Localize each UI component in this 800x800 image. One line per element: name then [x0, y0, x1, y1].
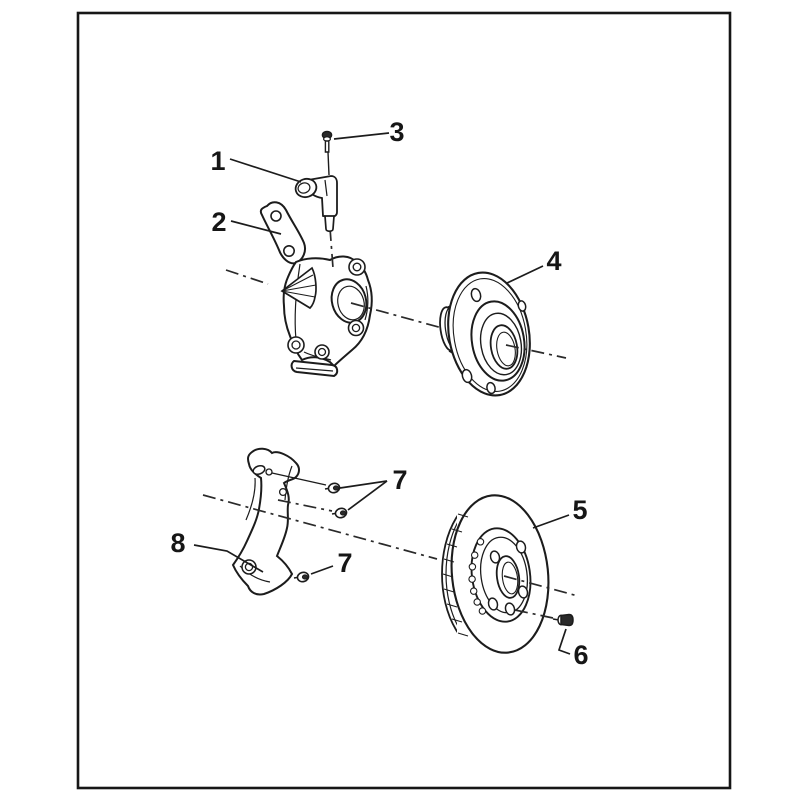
callout-8-leader [193, 544, 264, 573]
knuckle-arm-hole-top [270, 210, 282, 222]
callout-2-label: 2 [211, 207, 226, 237]
carrier-top-notch [252, 464, 266, 476]
carrier-bolt-7b-drawing [331, 507, 348, 519]
carrier-bolt-7a-drawing [324, 482, 341, 494]
carrier-bolt-7c-drawing [293, 571, 310, 583]
scallop [473, 598, 481, 606]
knuckle-arm-hole-bottom [282, 245, 295, 258]
scallop [476, 538, 485, 546]
screw-6-axis-line [514, 609, 554, 619]
knuckle-boss-hole [291, 340, 301, 350]
caliper-carrier-drawing [231, 447, 300, 596]
callout-4-label: 4 [546, 246, 561, 276]
knuckle-boss-hole [317, 347, 327, 357]
bolt-head-center [301, 574, 309, 580]
knuckle-bore-inner [337, 285, 365, 321]
center-axis-line-top-left [225, 269, 269, 285]
callout-7a-label: 7 [392, 465, 407, 495]
hub-bolt-hole [517, 300, 527, 312]
callout-1-label: 1 [210, 146, 225, 176]
scallop [478, 607, 487, 615]
sensor-axis-line [329, 227, 334, 269]
carrier-outline [231, 447, 300, 596]
bolt-head-center [339, 510, 347, 516]
callout-6-label: 6 [573, 640, 588, 670]
figure-border [76, 11, 732, 790]
screw-6-head [560, 613, 574, 627]
callout-3-label: 3 [389, 117, 404, 147]
bolt-head-center [332, 485, 340, 491]
disc-lug-hole [515, 540, 527, 554]
knuckle-detail-line [294, 263, 301, 341]
bolt-axis-line [277, 499, 333, 512]
center-axis-line-disc-right [503, 575, 579, 597]
disc-centre-bore-inner [501, 561, 519, 595]
bolt-guide-line [271, 472, 327, 486]
disc-lug-hole [487, 597, 499, 611]
disc-lug-hole [517, 585, 529, 599]
disc-hat-scallops [468, 538, 487, 615]
scallop [468, 575, 476, 583]
disc-lug-hole [489, 550, 501, 564]
sensor-screw-guide-line [327, 151, 330, 176]
knuckle-detail-line [364, 285, 369, 321]
hub-bolt-hole [486, 381, 496, 395]
callout-5-label: 5 [572, 495, 587, 525]
disc-rim-hatching [442, 513, 469, 637]
disc-rim-mid-edge [445, 522, 457, 626]
callout-2-leader [230, 220, 282, 235]
abs-speed-sensor-drawing [294, 151, 338, 269]
hub-bearing-seat-ring [479, 312, 523, 376]
wheel-hub-drawing [439, 271, 531, 397]
disc-screw-hole [504, 602, 516, 616]
callout-1-leader [229, 158, 302, 183]
brake-disc-drawing [441, 494, 550, 654]
scallop [469, 587, 478, 595]
knuckle-ear-hole [352, 262, 362, 272]
scallop [470, 551, 479, 559]
disc-rim-back-edge [441, 515, 457, 633]
knuckle-foot-line [295, 367, 334, 372]
hub-flange-chamfer [452, 277, 528, 393]
callout-6-leader [557, 628, 571, 655]
steering-knuckle-drawing [259, 201, 373, 378]
callout-5-leader [532, 514, 570, 529]
callout-7b-label: 7 [337, 548, 352, 578]
center-axis-line-top-right [505, 344, 567, 359]
center-axis-line-top-mid [350, 302, 443, 329]
screw-3-shaft [324, 140, 330, 153]
knuckle-cone-ribs [281, 274, 317, 298]
knuckle-balljoint-foot [290, 359, 339, 378]
callout-8-label: 8 [170, 528, 185, 558]
callout-7b-leader [310, 565, 334, 575]
callout-3-leader [333, 132, 390, 140]
sensor-elbow-line [324, 179, 328, 197]
sensor-tip [324, 215, 335, 233]
callout-4-leader [506, 265, 544, 284]
callout-7a-leader-2 [347, 480, 388, 511]
carrier-top-hole [265, 468, 273, 476]
disc-set-screw-drawing [552, 613, 574, 627]
knuckle-boss-hole [351, 323, 361, 333]
scallop [468, 563, 477, 571]
callout-7a-leader-1 [339, 480, 388, 489]
hub-bolt-hole [470, 287, 482, 303]
center-axis-line-bottom [202, 494, 438, 560]
carrier-mid-hole [278, 487, 288, 497]
sensor-head-inner [297, 182, 311, 194]
hub-bolt-hole [461, 368, 473, 384]
sensor-screw-drawing [321, 130, 333, 153]
